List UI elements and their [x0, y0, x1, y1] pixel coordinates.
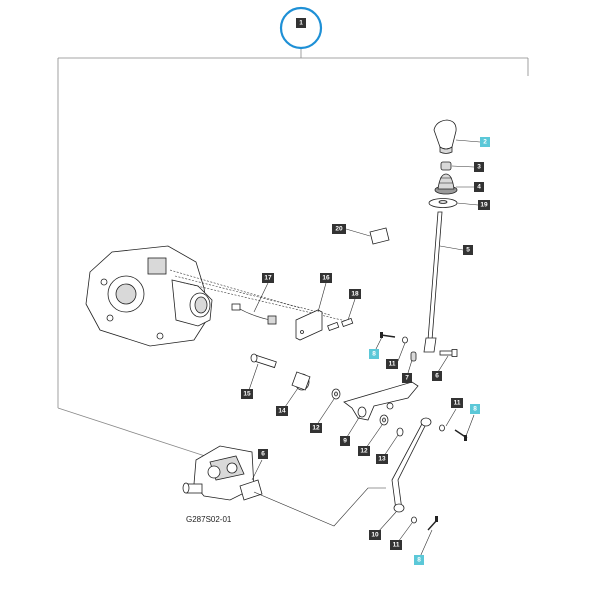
svg-text:12: 12	[360, 448, 368, 455]
link-pin-upper[interactable]	[454, 429, 468, 441]
assembly-highlight-circle	[279, 6, 323, 50]
washer-upper[interactable]	[331, 388, 341, 400]
svg-text:10: 10	[371, 532, 379, 539]
label-13[interactable]: 13	[376, 454, 388, 464]
lever-washer[interactable]	[402, 336, 408, 344]
svg-text:18: 18	[351, 291, 359, 298]
svg-text:6: 6	[435, 373, 439, 380]
label-8-middle[interactable]: 8	[470, 404, 480, 414]
shift-boot[interactable]	[434, 173, 458, 195]
subassembly-leader	[253, 487, 386, 527]
switch-bracket[interactable]	[295, 309, 323, 341]
label-2[interactable]: 2	[480, 137, 490, 147]
bracket-bolts[interactable]	[327, 317, 354, 332]
lever-pin[interactable]	[380, 332, 396, 338]
label-12-upper[interactable]: 12	[310, 423, 322, 433]
shift-knob[interactable]	[433, 119, 457, 154]
svg-text:8: 8	[372, 351, 376, 358]
label-11-middle[interactable]: 11	[451, 398, 463, 408]
svg-text:20: 20	[335, 226, 343, 233]
svg-text:5: 5	[466, 247, 470, 254]
label-15[interactable]: 15	[241, 389, 253, 399]
link-washer-lower[interactable]	[411, 516, 417, 524]
alignment-lines	[169, 269, 347, 322]
label-16[interactable]: 16	[320, 273, 332, 283]
label-20[interactable]: 20	[332, 224, 346, 234]
shift-lever-rod[interactable]	[423, 211, 443, 353]
svg-text:4: 4	[477, 184, 481, 191]
svg-text:14: 14	[278, 408, 286, 415]
label-1[interactable]: 1	[296, 18, 306, 28]
label-8-lower[interactable]: 8	[414, 555, 424, 565]
svg-text:11: 11	[389, 361, 396, 368]
link-rod[interactable]	[391, 417, 432, 513]
svg-text:8: 8	[473, 406, 477, 413]
label-6-upper[interactable]: 6	[432, 371, 442, 381]
cover-plate[interactable]	[369, 227, 390, 245]
link-pin-lower[interactable]	[427, 516, 438, 531]
assembly-frame	[57, 48, 529, 457]
svg-text:6: 6	[261, 451, 265, 458]
svg-text:13: 13	[378, 456, 386, 463]
part-labels: 1 2 3 4 19 5 20 17 16 18 8 11 6 7 15 14 …	[241, 18, 490, 565]
label-11-upper[interactable]: 11	[386, 359, 398, 369]
figure-caption: G287S02-01	[186, 515, 232, 524]
label-9[interactable]: 9	[340, 436, 350, 446]
svg-text:19: 19	[480, 202, 488, 209]
svg-text:12: 12	[312, 425, 320, 432]
label-19[interactable]: 19	[478, 200, 490, 210]
neutral-switch-cable[interactable]	[231, 303, 277, 325]
link-washer-upper[interactable]	[439, 424, 445, 432]
label-18[interactable]: 18	[349, 289, 361, 299]
svg-text:11: 11	[454, 400, 461, 407]
label-12-lower[interactable]: 12	[358, 446, 370, 456]
washer-lower[interactable]	[379, 414, 389, 426]
svg-text:17: 17	[264, 275, 272, 282]
boot-plate[interactable]	[428, 198, 458, 208]
svg-text:7: 7	[405, 375, 409, 382]
selector-arm[interactable]	[343, 381, 419, 421]
gearbox-subassembly[interactable]	[182, 445, 263, 501]
label-10[interactable]: 10	[369, 530, 381, 540]
bushing[interactable]	[291, 371, 311, 391]
leader-lines	[248, 139, 481, 558]
pivot-pin[interactable]	[250, 353, 277, 369]
label-7[interactable]: 7	[402, 373, 412, 383]
label-3[interactable]: 3	[474, 162, 484, 172]
svg-text:9: 9	[343, 438, 347, 445]
transmission-housing[interactable]	[85, 245, 213, 347]
shift-nut[interactable]	[440, 161, 452, 171]
snap-ring[interactable]	[396, 427, 404, 437]
svg-text:8: 8	[417, 557, 421, 564]
svg-text:1: 1	[299, 20, 303, 27]
label-8-upper[interactable]: 8	[369, 349, 379, 359]
label-5[interactable]: 5	[463, 245, 473, 255]
label-14[interactable]: 14	[276, 406, 288, 416]
label-6-lower[interactable]: 6	[258, 449, 268, 459]
svg-text:11: 11	[393, 542, 400, 549]
label-11-lower[interactable]: 11	[390, 540, 402, 550]
svg-text:2: 2	[483, 139, 487, 146]
svg-text:3: 3	[477, 164, 481, 171]
svg-text:16: 16	[322, 275, 330, 282]
svg-text:15: 15	[243, 391, 251, 398]
label-17[interactable]: 17	[262, 273, 274, 283]
lever-bolt[interactable]	[439, 349, 458, 357]
label-4[interactable]: 4	[474, 182, 484, 192]
lever-spring[interactable]	[410, 351, 417, 362]
